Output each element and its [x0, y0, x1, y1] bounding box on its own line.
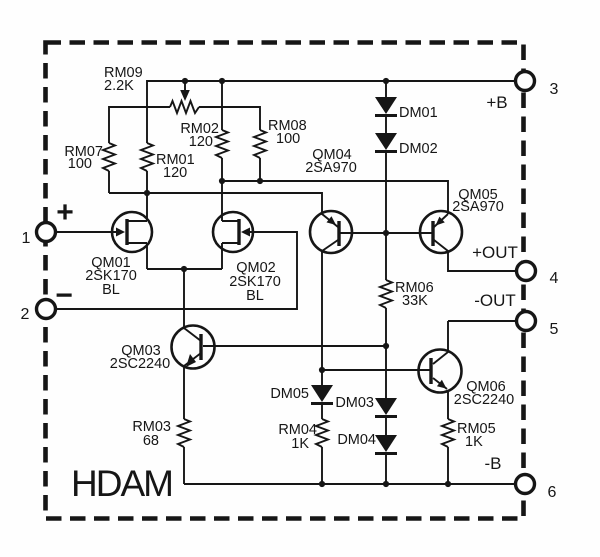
rm07-ref: RM07 [64, 144, 103, 160]
qm01-gate-arrow-icon [116, 227, 125, 237]
transistor-qm01: QM01 2SK170 BL [85, 210, 154, 298]
diode-dm05: DM05 [270, 385, 333, 405]
dm02-ref: DM02 [399, 141, 438, 157]
dm03-ref: DM03 [335, 395, 374, 411]
module-name: HDAM [71, 463, 172, 504]
pin-5: 5 -OUT [474, 291, 558, 338]
rm08-ref: RM08 [268, 118, 307, 134]
qm03-part: 2SC2240 [110, 356, 170, 372]
qm06-ref: QM06 [466, 379, 506, 395]
resistor-rm02: RM02 120 [180, 121, 231, 159]
qm02-grade: BL [246, 288, 264, 304]
junction-dots [143, 77, 452, 488]
pin-4: 4 +OUT [472, 243, 558, 287]
rm07-value: 100 [68, 156, 92, 172]
qm01-ref: QM01 [91, 255, 131, 271]
pin-5-terminal [514, 309, 538, 333]
rm05-value: 1K [465, 434, 483, 450]
wire-nout [447, 320, 516, 351]
wire-rm09-rail [108, 106, 261, 143]
rm05-ref: RM05 [457, 421, 496, 437]
resistor-rm01: RM01 120 [138, 142, 195, 181]
rm02-ref: RM02 [180, 121, 219, 137]
pin-6-signal: -B [485, 454, 502, 473]
wire-line-b [109, 192, 323, 214]
qm05-emitter-arrow-icon [435, 216, 445, 226]
pin-1-number: 1 [22, 230, 31, 247]
pin-3-signal: +B [486, 93, 507, 112]
rm04-value: 1K [291, 436, 309, 452]
wire-line-a [222, 158, 449, 214]
pin-3-number: 3 [550, 81, 559, 98]
module-boundary [43, 40, 526, 521]
qm04-part: 2SA970 [305, 160, 357, 176]
qm04-ref: QM04 [312, 147, 352, 163]
diode-dm02: DM02 [375, 133, 438, 157]
pin-5-number: 5 [550, 321, 559, 338]
dm01-ref: DM01 [399, 105, 438, 121]
qm03-emitter-arrow-icon [186, 354, 196, 367]
qm03-ref: QM03 [121, 343, 161, 359]
resistor-rm09: RM09 2.2K [104, 65, 200, 116]
rm04-ref: RM04 [278, 422, 317, 438]
diode-dm03: DM03 [335, 395, 397, 418]
pin-5-signal: -OUT [474, 291, 516, 310]
pin-6-number: 6 [548, 484, 557, 501]
wire-pin2-input [56, 231, 298, 310]
rm03-value: 68 [143, 433, 159, 449]
rm01-ref: RM01 [156, 152, 195, 168]
pin-3: 3 +B [486, 69, 559, 112]
dm05-ref: DM05 [270, 386, 309, 402]
pin-4-number: 4 [550, 270, 559, 287]
qm02-part: 2SK170 [229, 274, 281, 290]
transistor-qm04: QM04 2SA970 [305, 147, 357, 255]
qm02-gate-arrow-icon [241, 227, 250, 237]
transistor-qm02: QM02 2SK170 BL [211, 210, 281, 304]
qm02-ref: QM02 [236, 260, 276, 276]
pin-4-terminal [514, 259, 538, 283]
pin-6: 6 -B [485, 454, 557, 501]
resistor-rm05: RM05 1K [439, 418, 496, 450]
rm03-ref: RM03 [132, 419, 171, 435]
qm05-part: 2SA970 [452, 199, 504, 215]
diode-dm01: DM01 [375, 97, 438, 121]
pin-4-signal: +OUT [472, 243, 518, 262]
transistor-qm06: QM06 2SC2240 [417, 348, 514, 408]
resistor-rm06: RM06 33K [377, 279, 434, 309]
rm09-value: 2.2K [104, 78, 134, 94]
qm05-ref: QM05 [458, 187, 498, 203]
qm06-part: 2SC2240 [454, 392, 514, 408]
wire-tail-node [147, 268, 222, 328]
resistor-rm03: RM03 68 [132, 418, 193, 449]
pin-2: 2 − [21, 279, 73, 323]
pin-6-terminal [513, 472, 537, 496]
qm01-part: 2SK170 [85, 268, 137, 284]
rm06-value: 33K [402, 293, 428, 309]
rm09-wiper-arrow-icon [180, 90, 190, 101]
pin-2-polarity: − [55, 279, 73, 312]
diode-dm04: DM04 [337, 432, 397, 455]
pin-2-number: 2 [21, 306, 30, 323]
qm01-grade: BL [102, 282, 120, 298]
pin-3-terminal [513, 69, 537, 93]
transistor-qm03: QM03 2SC2240 [110, 324, 216, 372]
wire-top-bus [146, 80, 515, 143]
qm04-emitter-arrow-icon [326, 216, 336, 225]
rm02-value: 120 [189, 134, 213, 150]
resistor-rm04: RM04 1K [278, 418, 331, 452]
wire-pout [447, 251, 516, 272]
resistor-rm07: RM07 100 [64, 142, 118, 172]
qm06-emitter-arrow-icon [436, 379, 447, 389]
rm06-ref: RM06 [395, 280, 434, 296]
transistor-qm05: QM05 2SA970 [418, 187, 504, 255]
pin-1-terminal [34, 220, 58, 244]
rm09-ref: RM09 [104, 65, 143, 81]
rm01-value: 120 [163, 165, 187, 181]
rm08-value: 100 [276, 131, 300, 147]
pin-1-polarity: + [56, 196, 74, 229]
pin-1: 1 + [22, 196, 74, 247]
resistor-rm08: RM08 100 [251, 118, 307, 159]
dm04-ref: DM04 [337, 432, 376, 448]
pin-2-terminal [34, 297, 58, 321]
